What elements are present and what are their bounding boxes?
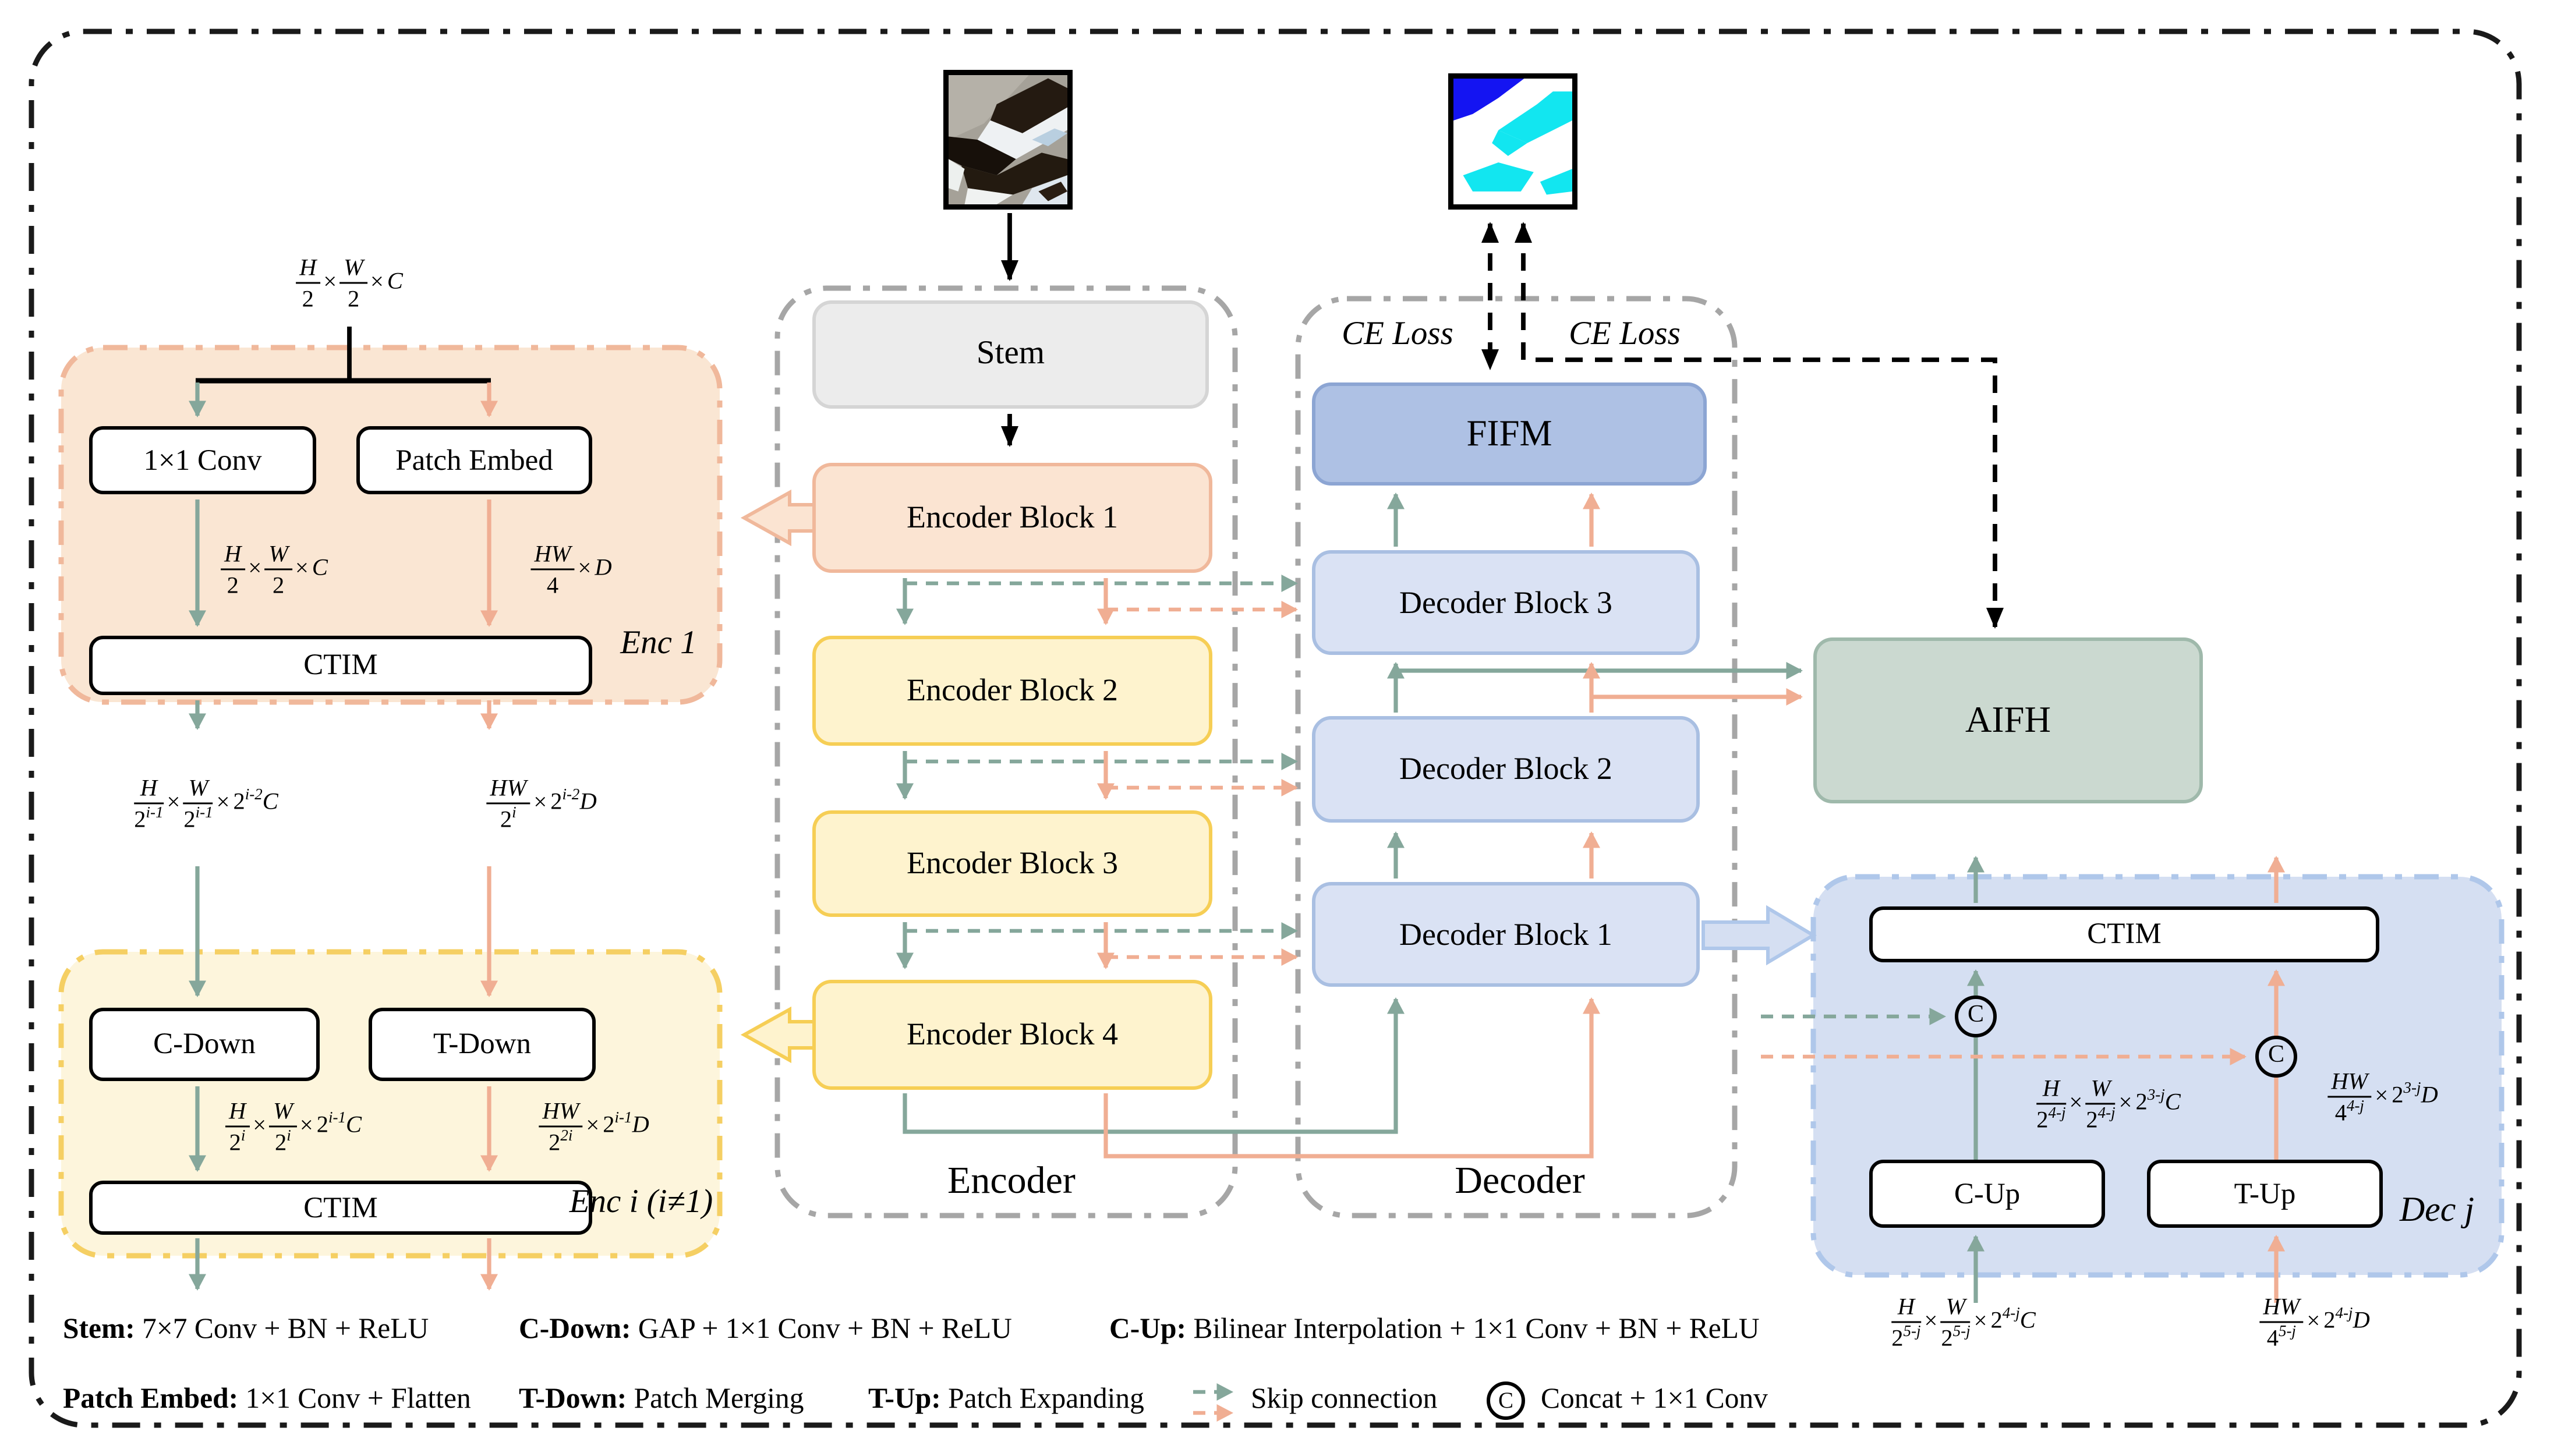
enc1-ctim-box: CTIM — [89, 636, 592, 695]
legend-cup: C-Up: Bilinear Interpolation + 1×1 Conv … — [1109, 1312, 1760, 1347]
legend-concat-label: Concat + 1×1 Conv — [1541, 1381, 1768, 1415]
encoder-block-1: Encoder Block 1 — [812, 463, 1212, 573]
teal-encoder4-to-decoder1 — [903, 997, 1405, 1134]
decoder-block-3: Decoder Block 3 — [1312, 550, 1700, 655]
legend-patch-embed-def: 1×1 Conv + Flatten — [245, 1381, 471, 1415]
ground-truth-image — [1448, 73, 1577, 210]
decoder-title: Decoder — [1455, 1158, 1585, 1202]
big-arrow-enci — [740, 1006, 816, 1064]
legend-tup-term: T-Up: — [868, 1381, 941, 1415]
ce-loss-left-label: CE Loss — [1342, 316, 1453, 353]
encoder-block-2: Encoder Block 2 — [812, 636, 1212, 746]
legend-tdown-def: Patch Merging — [634, 1381, 804, 1415]
legend-cdown-term: C-Down: — [519, 1312, 631, 1345]
encoder-title: Encoder — [947, 1158, 1076, 1202]
legend-cup-def: Bilinear Interpolation + 1×1 Conv + BN +… — [1193, 1312, 1760, 1345]
enci-cdown-box: C-Down — [89, 1008, 320, 1081]
fifm-block: FIFM — [1312, 382, 1707, 486]
salmon-encoder4-to-decoder1 — [1103, 997, 1600, 1159]
legend-cdown-def: GAP + 1×1 Conv + BN + ReLU — [638, 1312, 1012, 1345]
input-image-art — [949, 75, 1067, 204]
ce-loss-right-label: CE Loss — [1569, 316, 1681, 353]
big-arrow-enc1 — [740, 489, 816, 547]
legend-concat-icon: C — [1487, 1381, 1525, 1420]
legend-tdown: T-Down: Patch Merging — [519, 1381, 804, 1416]
teal-skip-connections — [905, 575, 1946, 1401]
input-image — [943, 70, 1073, 210]
legend-tup-def: Patch Expanding — [948, 1381, 1144, 1415]
legend-tup: T-Up: Patch Expanding — [868, 1381, 1144, 1416]
legend-stem-def: 7×7 Conv + BN + ReLU — [142, 1312, 429, 1345]
decj-concat-left: C — [1955, 996, 1997, 1037]
encoder-container — [774, 285, 1238, 1218]
enci-tdown-box: T-Down — [369, 1008, 596, 1081]
enc1-label: Enc 1 — [620, 625, 697, 662]
aifh-block: AIFH — [1813, 637, 2203, 803]
legend-skip-label: Skip connection — [1251, 1381, 1438, 1415]
legend-stem-term: Stem: — [63, 1312, 135, 1345]
decoder-block-1: Decoder Block 1 — [1312, 882, 1700, 987]
encoder-block-3: Encoder Block 3 — [812, 810, 1212, 917]
big-arrow-decj — [1702, 905, 1817, 966]
enci-ctim-box: CTIM — [89, 1181, 592, 1235]
decoder-block-2: Decoder Block 2 — [1312, 716, 1700, 823]
decj-ctim-box: CTIM — [1869, 906, 2379, 962]
salmon-arrows — [480, 382, 2285, 1303]
legend-tdown-term: T-Down: — [519, 1381, 627, 1415]
salmon-skip-connections — [1106, 601, 2247, 1422]
legend-cdown: C-Down: GAP + 1×1 Conv + BN + ReLU — [519, 1312, 1012, 1347]
ground-truth-art — [1453, 79, 1572, 204]
black-arrows — [196, 213, 2004, 629]
decj-label: Dec j — [2399, 1191, 2475, 1230]
big-arrows — [740, 489, 1817, 1064]
enci-label: Enc i (i≠1) — [569, 1184, 713, 1221]
legend-patch-embed: Patch Embed: 1×1 Conv + Flatten — [63, 1381, 471, 1416]
legend-patch-embed-term: Patch Embed: — [63, 1381, 239, 1415]
decj-cup-box: C-Up — [1869, 1160, 2105, 1228]
decj-tup-box: T-Up — [2147, 1160, 2383, 1228]
stem-block: Stem — [812, 300, 1209, 409]
encoder-block-4: Encoder Block 4 — [812, 980, 1212, 1090]
legend-stem: Stem: 7×7 Conv + BN + ReLU — [63, 1312, 429, 1347]
enc1-conv-box: 1×1 Conv — [89, 426, 316, 494]
arrow-celoss-aifh — [1515, 222, 2004, 629]
enc1-patch-embed-box: Patch Embed — [356, 426, 592, 494]
legend-cup-term: C-Up: — [1109, 1312, 1186, 1345]
decj-concat-right: C — [2255, 1036, 2297, 1078]
